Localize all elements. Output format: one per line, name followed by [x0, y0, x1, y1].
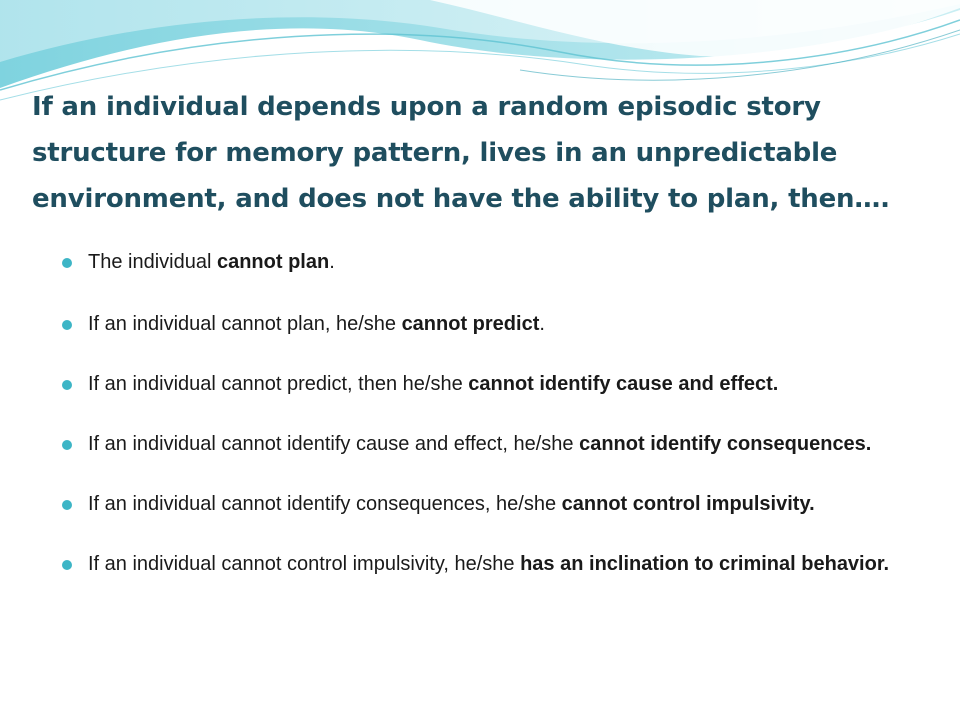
bullet-item: The individual cannot plan.	[62, 250, 922, 275]
bullet-dot-icon	[62, 440, 72, 450]
bullet-dot-icon	[62, 258, 72, 268]
bullet-text: If an individual cannot predict, then he…	[88, 373, 469, 395]
bullet-dot-icon	[62, 560, 72, 570]
bullet-text: If an individual cannot identify cause a…	[88, 433, 580, 455]
header-wave-decoration	[0, 0, 960, 101]
bullet-text: If an individual cannot identify consequ…	[88, 493, 562, 515]
bullet-emphasis: cannot identify cause and effect.	[468, 373, 779, 395]
bullet-emphasis: cannot plan	[216, 251, 330, 273]
bullet-item: If an individual cannot control impulsiv…	[62, 552, 922, 577]
slide-title: If an individual depends upon a random e…	[32, 92, 890, 214]
bullet-item: If an individual cannot predict, then he…	[62, 372, 922, 397]
bullet-emphasis: cannot control impulsivity.	[561, 493, 815, 515]
bullet-text: The individual	[88, 251, 217, 273]
bullet-text: If an individual cannot plan, he/she	[88, 313, 402, 335]
bullet-dot-icon	[62, 320, 72, 330]
bullet-emphasis: cannot predict	[401, 313, 540, 335]
bullet-text: If an individual cannot control impulsiv…	[88, 553, 521, 575]
bullet-list: The individual cannot plan. If an indivi…	[62, 250, 922, 577]
bullet-dot-icon	[62, 500, 72, 510]
bullet-item: If an individual cannot identify cause a…	[62, 432, 922, 457]
bullet-item: If an individual cannot identify consequ…	[62, 492, 922, 517]
bullet-item: If an individual cannot plan, he/she can…	[62, 312, 922, 337]
bullet-emphasis: has an inclination to criminal behavior.	[520, 553, 890, 575]
bullet-text-end: .	[539, 313, 545, 335]
bullet-dot-icon	[62, 380, 72, 390]
bullet-emphasis: cannot identify consequences.	[579, 433, 872, 455]
bullet-text-end: .	[329, 251, 335, 273]
